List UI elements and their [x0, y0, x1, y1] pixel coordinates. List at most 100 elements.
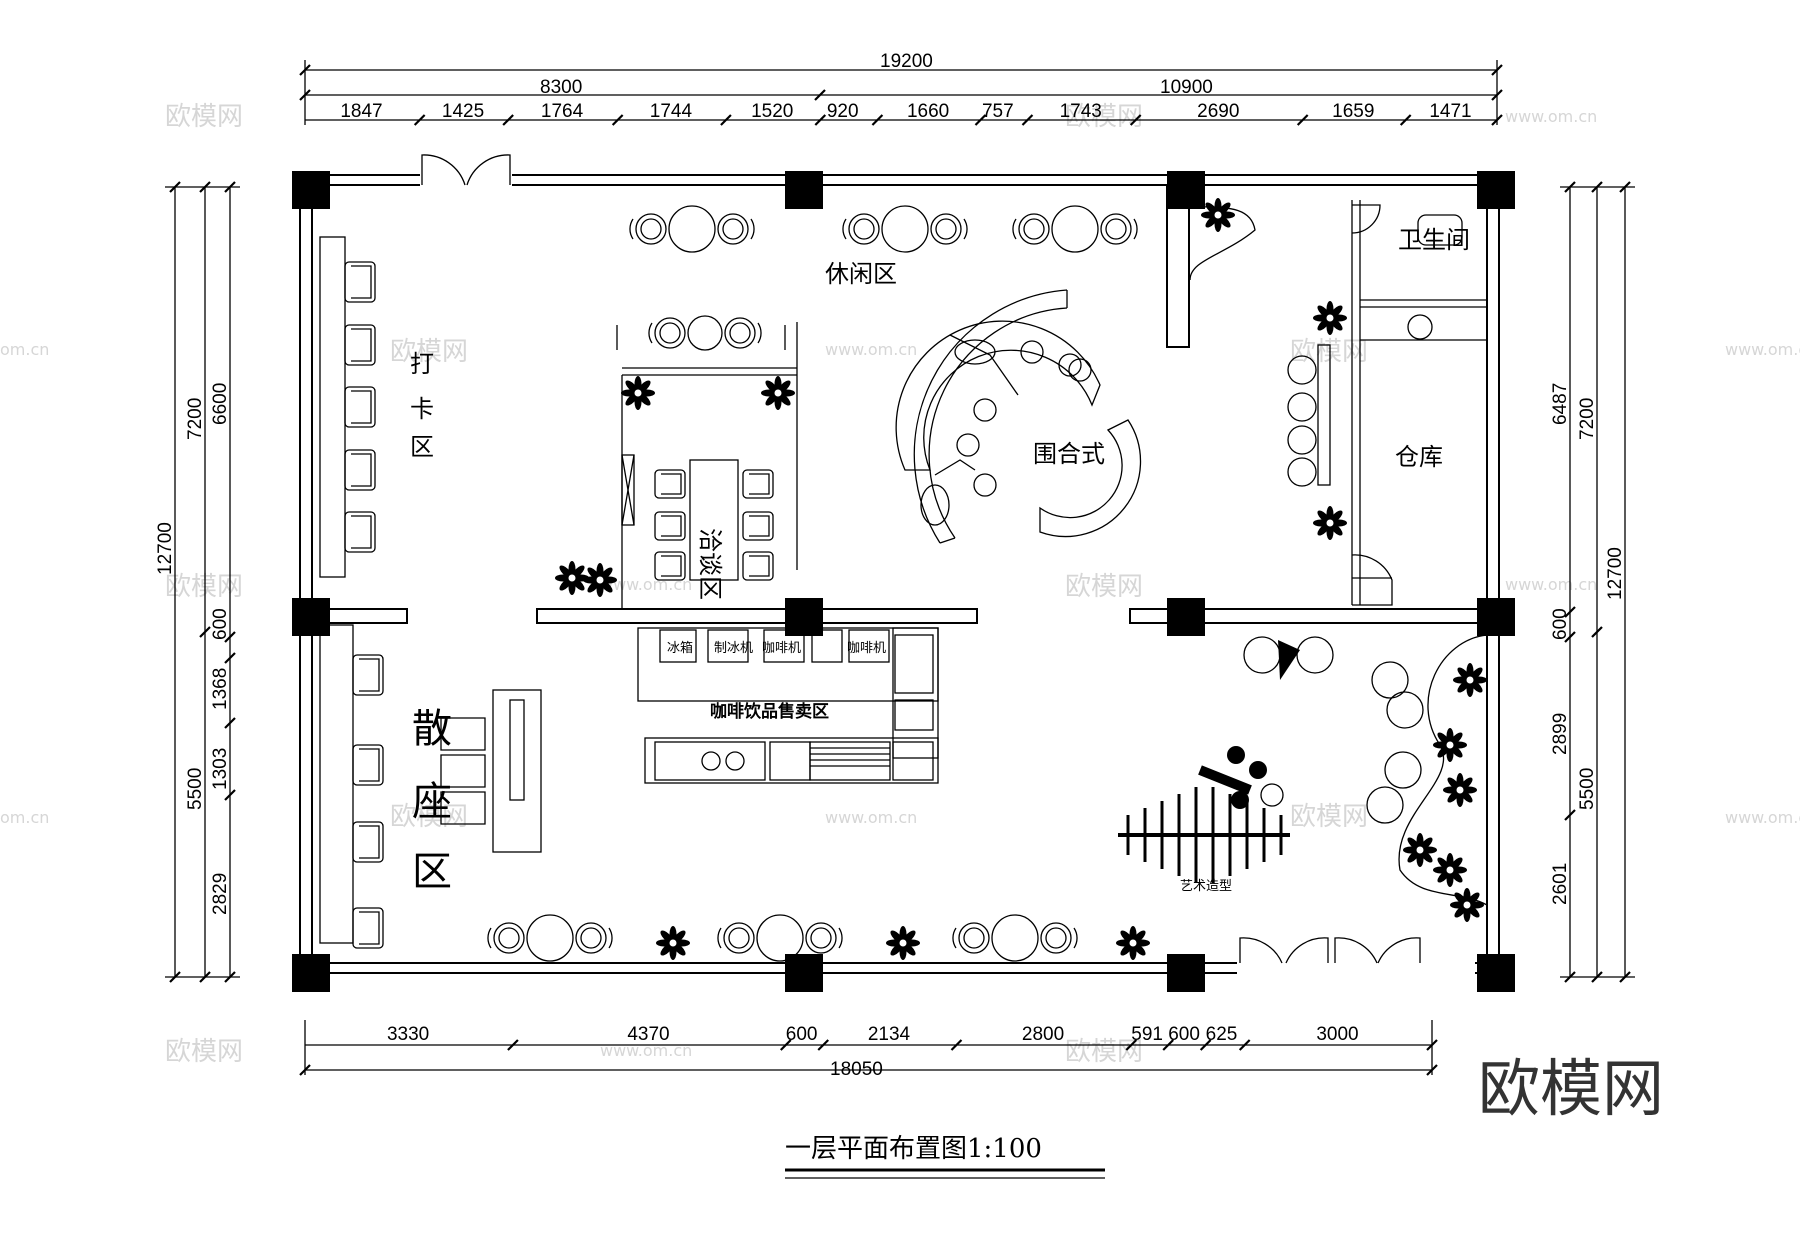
surround-seating [895, 289, 1142, 544]
dim-left-mid: 5500 [185, 768, 206, 810]
watermark-url: www.om.cn [1725, 808, 1800, 827]
watermark: 欧模网 [1290, 802, 1368, 832]
dim-right-mid: 5500 [1577, 768, 1598, 810]
watermark: 欧模网 [1065, 102, 1143, 132]
left-dimensions [165, 181, 240, 983]
dim-left-total: 12700 [155, 522, 176, 575]
plant-icon [555, 561, 589, 595]
lounge-chairs-right [1243, 636, 1424, 824]
checkin-counter [319, 236, 376, 578]
label-checkin-1: 打 [410, 350, 434, 378]
watermarks: 欧模网 欧模网 www.om.cn 欧模网 欧模网 om.cn www.om.c… [0, 102, 1800, 1067]
negotiation-area [616, 315, 786, 581]
dim-top-segment: 1744 [650, 101, 693, 122]
dim-top-segment: 2690 [1197, 101, 1239, 122]
dim-bottom-segment: 600 [786, 1024, 818, 1045]
watermark-url: www.om.cn [825, 808, 917, 827]
dim-top-segment: 1471 [1429, 101, 1471, 122]
right-dimensions [1560, 181, 1635, 983]
dim-top-segment: 1764 [541, 101, 584, 122]
dim-bottom-segment: 3330 [387, 1024, 429, 1045]
furniture [319, 198, 1488, 962]
plant-icon [1313, 301, 1347, 335]
plant-icon [621, 376, 655, 410]
watermark-url: om.cn [0, 340, 49, 359]
label-scatter-1: 散 [412, 706, 452, 752]
watermark-url: www.om.cn [1505, 575, 1597, 594]
dim-left-inner: 1303 [210, 748, 231, 790]
plant-icon [1403, 833, 1437, 867]
label-checkin-3: 区 [410, 433, 434, 461]
dim-left-inner: 2829 [210, 873, 231, 915]
watermark: 欧模网 [1065, 1037, 1143, 1067]
watermark-url: www.om.cn [825, 340, 917, 359]
plant-icon [886, 926, 920, 960]
dim-right-total: 12700 [1605, 547, 1626, 600]
columns [292, 171, 1515, 992]
label-fridge: 冰箱 [667, 640, 693, 656]
right-dimension-labels: 6487 600 2899 2601 7200 5500 12700 [1550, 383, 1626, 905]
dim-top-segment: 1847 [340, 101, 382, 122]
watermark: 欧模网 [165, 1037, 243, 1067]
drawing-title: 一层平面布置图1:100 [785, 1134, 1105, 1179]
dim-right-inner: 600 [1550, 608, 1571, 640]
dim-bottom-segment: 2800 [1022, 1024, 1064, 1045]
doors [421, 154, 1421, 964]
dim-bottom-segment: 625 [1206, 1024, 1238, 1045]
label-leisure-area: 休闲区 [825, 260, 897, 288]
dim-top-mid: 8300 [540, 77, 582, 98]
dim-left-mid: 7200 [185, 398, 206, 440]
dim-bottom-segment: 600 [1168, 1024, 1200, 1045]
bottom-dimensions [299, 1020, 1438, 1076]
dim-top-segment: 1520 [751, 101, 793, 122]
plant-icon [656, 926, 690, 960]
dim-top-mid: 10900 [1160, 77, 1213, 98]
top-dimensions [299, 60, 1503, 126]
dim-right-mid: 7200 [1577, 398, 1598, 440]
plant-icon [1450, 888, 1484, 922]
dim-left-inner: 6600 [210, 383, 231, 425]
plant-icon [761, 376, 795, 410]
watermark: 欧模网 [390, 802, 468, 832]
plant-icon [1443, 773, 1477, 807]
watermark: 欧模网 [165, 572, 243, 602]
watermark: 欧模网 [1065, 572, 1143, 602]
plant-icon [1453, 663, 1487, 697]
walls [299, 174, 1500, 974]
dim-bottom-segment: 3000 [1316, 1024, 1358, 1045]
brand-logo: 欧模网 [1478, 1052, 1664, 1125]
label-ice-maker: 制冰机 [714, 641, 753, 656]
plant-icon [583, 563, 617, 597]
label-scatter-2: 座 [412, 779, 452, 825]
dim-bottom-segment: 4370 [627, 1024, 669, 1045]
dim-left-inner: 600 [210, 608, 231, 640]
art-installation [1118, 746, 1290, 883]
dim-top-segment: 1659 [1332, 101, 1374, 122]
watermark: 欧模网 [1290, 337, 1368, 367]
plant-icon [1433, 853, 1467, 887]
dim-left-inner: 1368 [210, 668, 231, 710]
watermark: 欧模网 [165, 102, 243, 132]
label-storage: 仓库 [1395, 443, 1443, 471]
watermark: 欧模网 [390, 337, 468, 367]
label-coffee-machine: 咖啡机 [762, 641, 801, 656]
watermark-url: om.cn [0, 808, 49, 827]
room-labels: 休闲区 打 卡 区 洽谈区 围合式 卫生间 仓库 散 座 区 咖啡饮品售卖区 艺… [410, 226, 1470, 895]
dim-right-inner: 2601 [1550, 863, 1571, 905]
storage-stools [1287, 214, 1463, 487]
bar-counter [637, 627, 939, 784]
watermark-url: www.om.cn [1725, 340, 1800, 359]
plant-icon [1116, 926, 1150, 960]
label-coffee-machine: 咖啡机 [847, 641, 886, 656]
scatter-seats [319, 624, 542, 949]
plant-icon [1201, 198, 1235, 232]
label-art: 艺术造型 [1180, 879, 1232, 894]
watermark-url: www.om.cn [600, 1041, 692, 1060]
left-dimension-labels: 12700 7200 5500 6600 600 1368 1303 2829 [155, 383, 231, 915]
dim-top-segment: 1660 [907, 101, 949, 122]
plants [555, 198, 1487, 960]
dim-right-inner: 2899 [1550, 713, 1571, 755]
